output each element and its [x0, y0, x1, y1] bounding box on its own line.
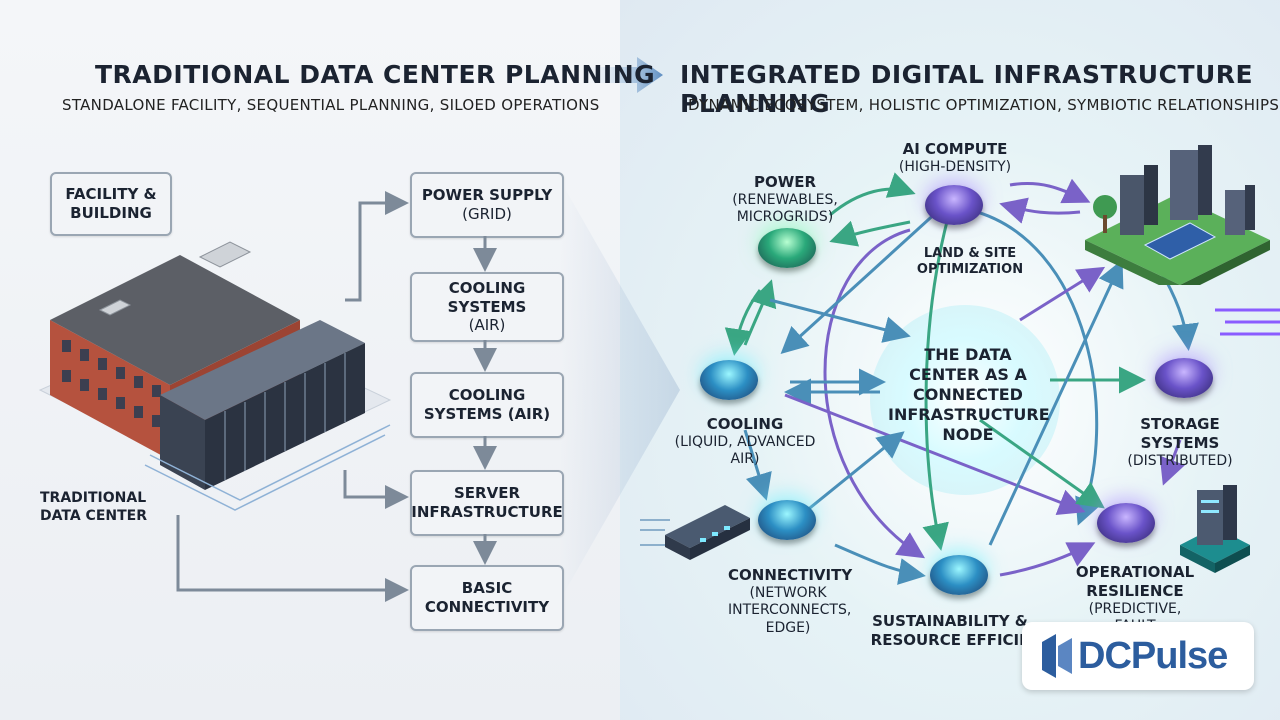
resilience-server-illustration: [1180, 485, 1250, 573]
step-cooling-2-main: COOLING SYSTEMS (AIR): [423, 386, 551, 423]
power-title: POWER: [753, 173, 817, 191]
left-flow-arrows: [176, 191, 497, 602]
right-title: INTEGRATED DIGITAL INFRASTRUCTURE PLANNI…: [680, 60, 1254, 118]
center-node-label: THE DATA CENTER AS A CONNECTED INFRASTRU…: [888, 345, 1050, 444]
dcpulse-logo: DCPulse: [1022, 622, 1254, 690]
step-cooling-systems-1: COOLING SYSTEMS (AIR): [410, 272, 564, 342]
step-power-supply-sub: (GRID): [462, 205, 512, 223]
step-connectivity-main: BASIC CONNECTIVITY: [424, 579, 550, 616]
storage-node: [1155, 358, 1213, 398]
logo-mark-icon: [1042, 634, 1072, 678]
facility-building-box: FACILITY & BUILDING: [50, 172, 172, 236]
step-cooling-1-main: COOLING SYSTEMS: [447, 278, 527, 316]
cooling-title: COOLING: [706, 415, 784, 433]
step-server-infrastructure: SERVER INFRASTRUCTURE: [410, 470, 564, 536]
storage-title: STORAGE SYSTEMS: [1140, 415, 1220, 452]
power-label: POWER (RENEWABLES, MICROGRIDS): [730, 173, 840, 227]
resilience-title: OPERATIONAL RESILIENCE: [1075, 563, 1195, 600]
network-switch-illustration: [640, 505, 750, 560]
left-subtitle: STANDALONE FACILITY, SEQUENTIAL PLANNING…: [62, 96, 600, 114]
power-node: [758, 228, 816, 268]
step-power-supply: POWER SUPPLY (GRID): [410, 172, 564, 238]
ai-title: AI COMPUTE: [902, 140, 1008, 158]
traditional-data-center-label: TRADITIONAL DATA CENTER: [40, 490, 147, 524]
land-title: LAND & SITE OPTIMIZATION: [916, 246, 1024, 278]
ai-compute-node: [925, 185, 983, 225]
power-desc: (RENEWABLES, MICROGRIDS): [732, 191, 838, 226]
cooling-label: COOLING (LIQUID, ADVANCED AIR): [665, 415, 825, 469]
network-connection-arrows: [724, 172, 1199, 585]
ai-desc: (HIGH-DENSITY): [898, 158, 1012, 175]
land-site-label: LAND & SITE OPTIMIZATION: [915, 246, 1025, 279]
storage-label: STORAGE SYSTEMS (DISTRIBUTED): [1110, 415, 1250, 470]
sustainability-label: SUSTAINABILITY & RESOURCE EFFICIE: [870, 612, 1030, 650]
connectivity-label: CONNECTIVITY (NETWORK INTERCONNECTS, EDG…: [728, 566, 853, 637]
step-basic-connectivity: BASIC CONNECTIVITY: [410, 565, 564, 631]
right-subtitle: DYNAMIC ECOSYSTEM, HOLISTIC OPTIMIZATION…: [688, 96, 1280, 114]
cooling-node: [700, 360, 758, 400]
storage-desc: (DISTRIBUTED): [1127, 452, 1233, 469]
step-cooling-1-sub: (AIR): [468, 316, 506, 335]
connectivity-title: CONNECTIVITY: [728, 566, 853, 584]
connectivity-desc: (NETWORK INTERCONNECTS, EDGE): [728, 584, 852, 636]
traditional-building-illustration: [38, 241, 392, 511]
connectivity-node: [758, 500, 816, 540]
data-streak-decoration: [1215, 308, 1280, 336]
left-title: TRADITIONAL DATA CENTER PLANNING: [95, 60, 656, 89]
transition-arrow-icon: [585, 57, 663, 93]
logo-text: DCPulse: [1078, 634, 1228, 677]
ai-compute-label: AI COMPUTE (HIGH-DENSITY): [895, 140, 1015, 176]
cooling-desc: (LIQUID, ADVANCED AIR): [674, 433, 816, 468]
sustainability-title: SUSTAINABILITY & RESOURCE EFFICIE: [870, 612, 1030, 649]
renewable-site-illustration: [1085, 145, 1270, 285]
resilience-node: [1097, 503, 1155, 543]
step-power-supply-main: POWER SUPPLY: [421, 186, 553, 205]
sustainability-node: [930, 555, 988, 595]
step-cooling-systems-2: COOLING SYSTEMS (AIR): [410, 372, 564, 438]
step-server-main: SERVER INFRASTRUCTURE: [411, 484, 563, 521]
